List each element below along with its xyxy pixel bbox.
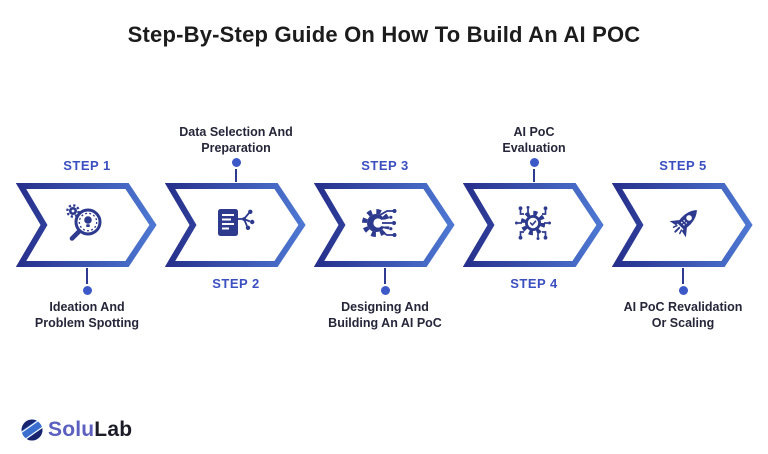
page-title: Step-By-Step Guide On How To Build An AI… [127, 22, 641, 47]
step-1-label: STEP 1 [63, 158, 111, 173]
connector-line [681, 268, 685, 284]
step-1-arrow [16, 183, 157, 267]
step-5: STEP 5 AI PoC Revalidation Or Scaling [612, 122, 754, 331]
connector-dot [678, 286, 688, 295]
connector-line [234, 169, 238, 182]
step-4-description: AI PoC Evaluation [502, 125, 566, 155]
step-2-label: STEP 2 [212, 276, 260, 291]
step-4-label: STEP 4 [510, 276, 558, 291]
step-1: STEP 1 Ideation And Problem Spotting [16, 122, 158, 331]
step-2-arrow [165, 183, 306, 267]
step-4: AI PoC Evaluation [463, 122, 605, 331]
step-3-arrow [314, 183, 455, 267]
step-3-description: Designing And Building An AI PoC [328, 300, 442, 330]
rocket-icon [669, 210, 697, 238]
step-1-description: Ideation And Problem Spotting [34, 300, 140, 330]
solulab-sphere-icon [21, 419, 43, 441]
connector-line [532, 169, 536, 182]
step-3: STEP 3 [314, 122, 456, 331]
connector-dot [529, 158, 539, 167]
step-4-arrow [463, 183, 604, 267]
logo-text-lab: Lab [94, 418, 133, 441]
connector-line [85, 268, 89, 284]
steps-row: STEP 1 Ideation And Problem Spotting [16, 122, 754, 331]
magnifier-lightbulb-icon [66, 204, 102, 241]
connector-dot [380, 286, 390, 295]
step-5-arrow [612, 183, 753, 267]
gear-check-circuit-icon [515, 206, 551, 240]
connector-line [383, 268, 387, 284]
step-5-label: STEP 5 [659, 158, 707, 173]
step-3-label: STEP 3 [361, 158, 409, 173]
step-5-description: AI PoC Revalidation Or Scaling [623, 300, 743, 330]
connector-dot [82, 286, 92, 295]
step-2: Data Selection And Preparation [165, 122, 307, 331]
logo-text-solu: Solu [48, 418, 95, 441]
gear-circuit-icon [362, 209, 397, 237]
solulab-logo: SoluLab [20, 418, 132, 442]
step-2-description: Data Selection And Preparation [179, 125, 293, 155]
document-network-icon [218, 209, 255, 236]
connector-dot [231, 158, 241, 167]
